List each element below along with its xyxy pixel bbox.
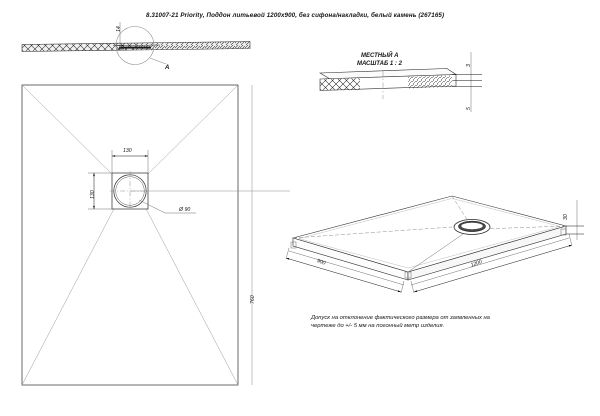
- iso-corner-right: [560, 228, 567, 236]
- plan-dim-width-130: [111, 150, 149, 173]
- section-hatch-right: [136, 41, 250, 50]
- plan-dim-height-130: [88, 172, 112, 210]
- detail-dim-top: 3: [466, 64, 472, 67]
- iso-corner-left: [290, 241, 297, 249]
- plan-slope-lines: [21, 84, 239, 386]
- section-drain-plate: [119, 46, 151, 49]
- detail-hatch-left: [320, 78, 360, 91]
- detail-view-group: [318, 52, 482, 112]
- plan-drain-diameter-dim: Ø 90: [179, 207, 191, 213]
- plan-view-group: [21, 84, 290, 386]
- drawing-title: 8.31007-21 Priority, Поддон литьевой 120…: [146, 12, 445, 19]
- detail-hatch-right: [408, 75, 452, 89]
- plan-diameter-leader: [138, 199, 196, 214]
- iso-dim-thickness-30: [566, 200, 584, 240]
- section-view-group: [21, 22, 251, 65]
- iso-dim-thickness-label: 30: [563, 214, 569, 220]
- detail-view-title-line1: МЕСТНЫЙ A: [361, 53, 399, 59]
- detail-bubble-a: [115, 26, 155, 65]
- iso-view-group: [285, 195, 584, 294]
- detail-view-title-line2: МАСШТАБ 1 : 2: [357, 61, 402, 67]
- plan-tray-outline: [21, 84, 239, 386]
- section-detail-marker: A: [165, 65, 170, 71]
- iso-dim-right-1200: [410, 233, 573, 294]
- plan-drain-width-dim: 130: [123, 148, 132, 154]
- section-thickness-dim: 14: [116, 26, 122, 32]
- iso-corner-front: [404, 271, 412, 279]
- tolerance-note-line2: чертеже до +/- 5 мм на погонный метр изд…: [311, 323, 445, 329]
- iso-dim-left-900: [285, 247, 405, 294]
- plan-overall-height-dim: 760: [250, 295, 256, 304]
- iso-slope-ridges: [292, 195, 567, 239]
- detail-dim-bottom: 5: [466, 107, 472, 110]
- section-hatch-left: [22, 43, 136, 52]
- plan-drain-height-dim: 130: [90, 190, 96, 199]
- iso-drain-core: [460, 222, 484, 230]
- tolerance-note-line1: Допуск на отклонение фактического размер…: [311, 315, 490, 321]
- detail-leader-a: [149, 57, 167, 65]
- iso-top-face: [291, 195, 568, 273]
